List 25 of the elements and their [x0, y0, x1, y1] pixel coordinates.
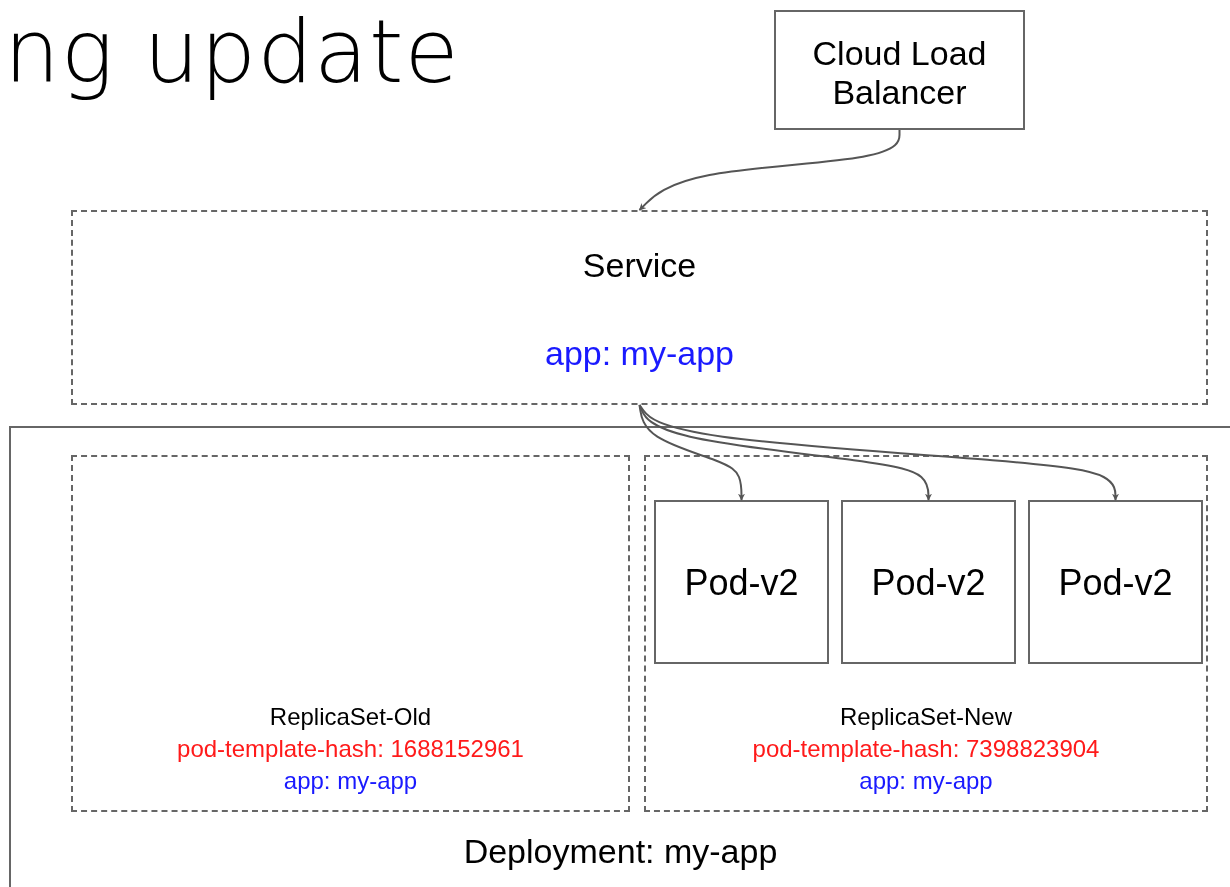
node-label: Pod-v2 [870, 562, 987, 604]
node-label: Pod-v2 [683, 562, 800, 604]
slide-title: ng update [4, 0, 460, 103]
label-text: app: my-app [544, 334, 735, 374]
node-label: Pod-v2 [1057, 562, 1174, 604]
label-text: app: my-app [858, 767, 994, 795]
load-balancer-box [774, 10, 1025, 130]
arrow [638, 404, 932, 501]
label-text: app: my-app [282, 767, 419, 795]
arrow [638, 129, 901, 211]
node-label: Cloud Load Balancer [811, 34, 988, 113]
label-text: pod-template-hash: 7398823904 [751, 735, 1101, 763]
node-label: ReplicaSet-New [838, 703, 1014, 731]
replicaset-box [644, 455, 1208, 812]
arrow [638, 404, 1119, 501]
node-label: Deployment: my-app [462, 832, 779, 872]
replicaset-box [71, 455, 630, 812]
deployment-box [9, 426, 1230, 887]
node-label: ReplicaSet-Old [268, 703, 433, 731]
service-box [71, 210, 1208, 405]
label-text: pod-template-hash: 1688152961 [176, 735, 525, 763]
pod-box [841, 500, 1016, 664]
pod-box [1028, 500, 1203, 664]
node-label: Service [581, 246, 698, 286]
pod-box [654, 500, 829, 664]
